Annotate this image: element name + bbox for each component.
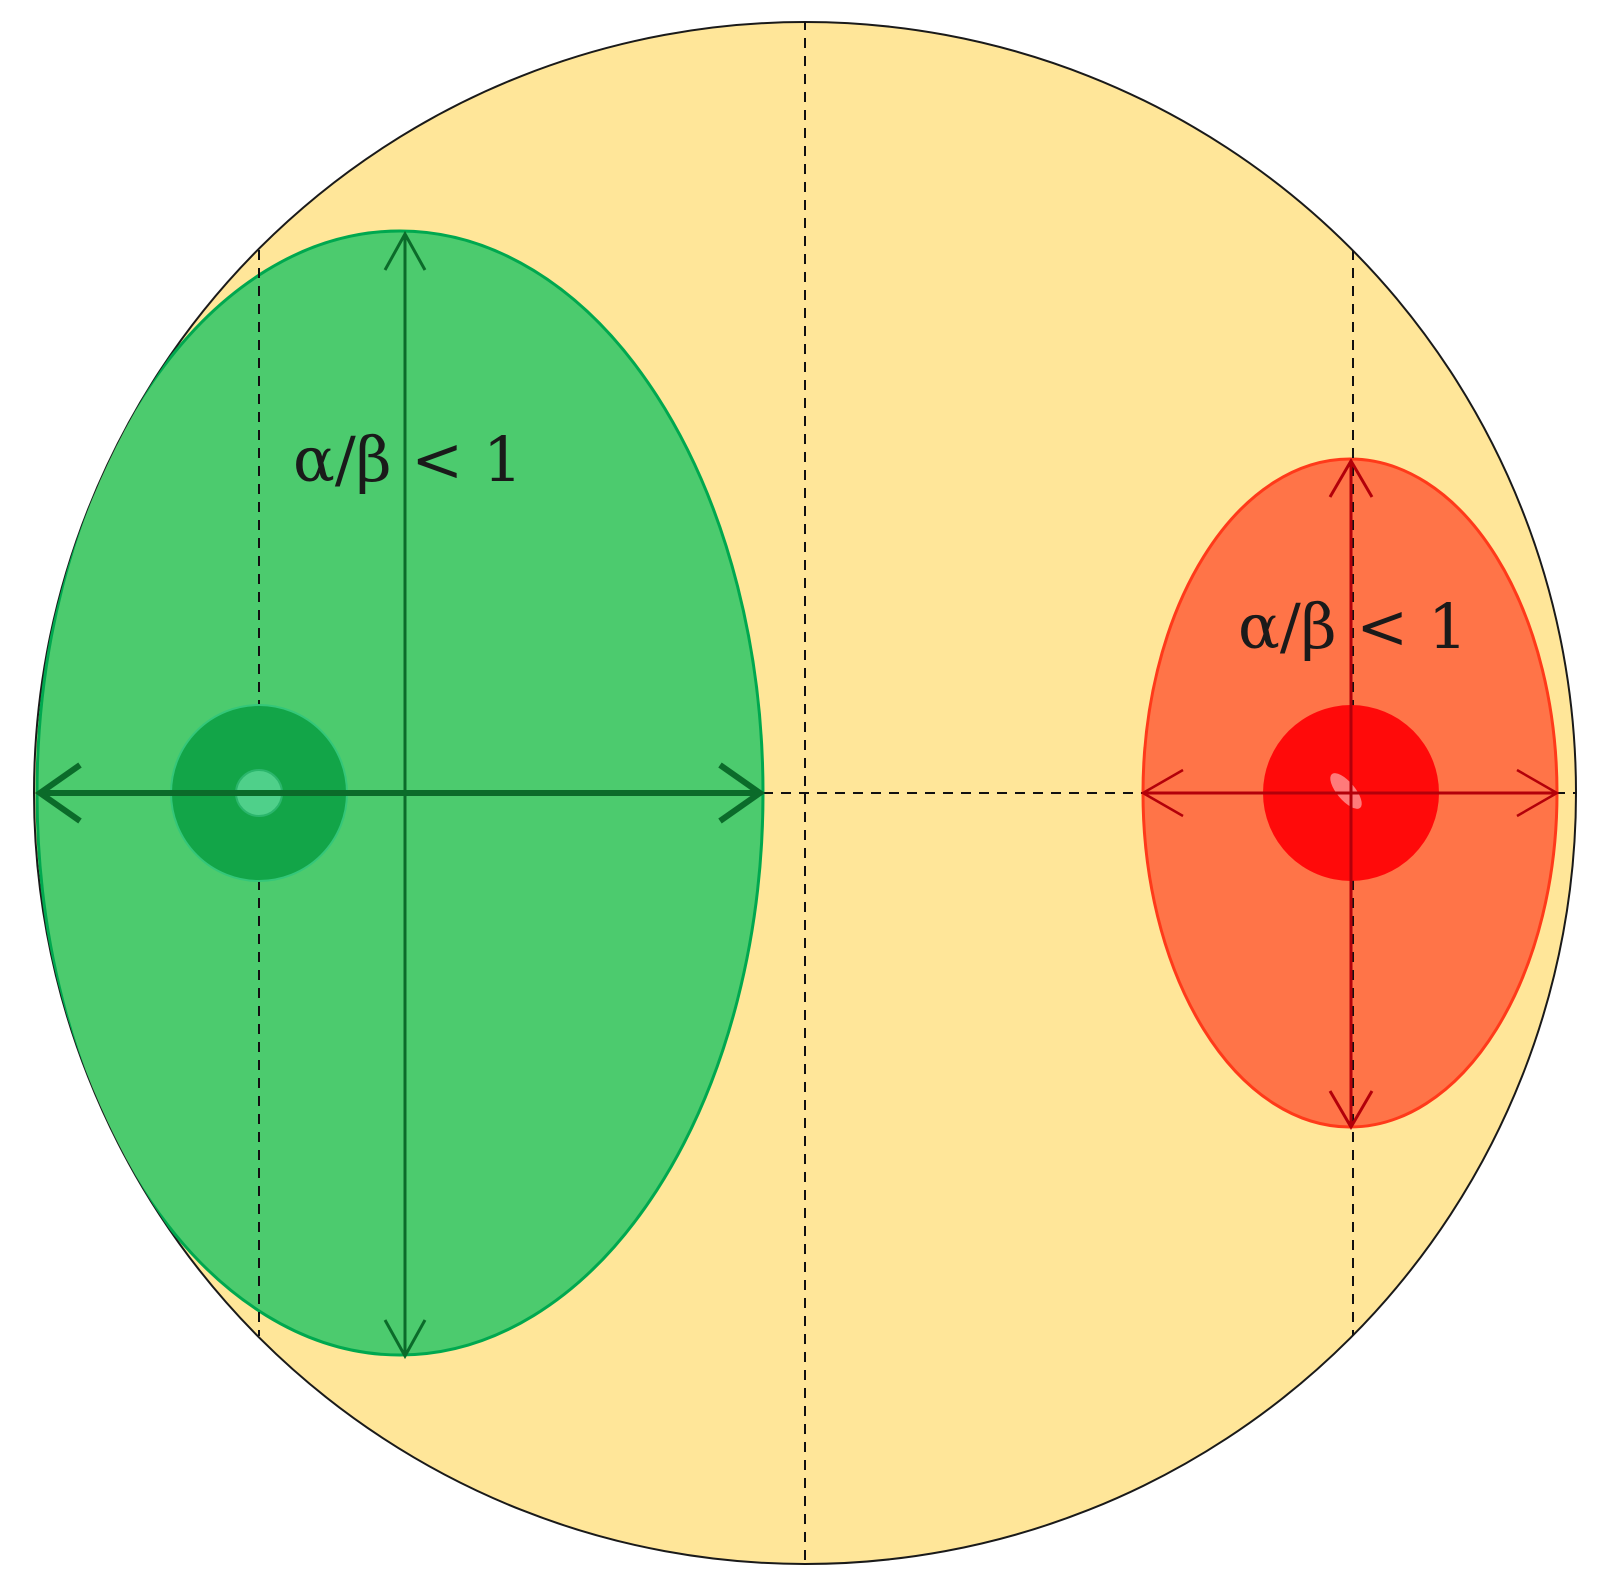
red-vertical-arrow [1328, 458, 1374, 1130]
green-region-label: α/β < 1 [293, 423, 522, 496]
green-vertical-arrow [383, 230, 427, 1360]
red-target-center [1330, 773, 1362, 809]
green-horizontal-arrow [34, 762, 766, 824]
red-region-label: α/β < 1 [1238, 590, 1467, 663]
